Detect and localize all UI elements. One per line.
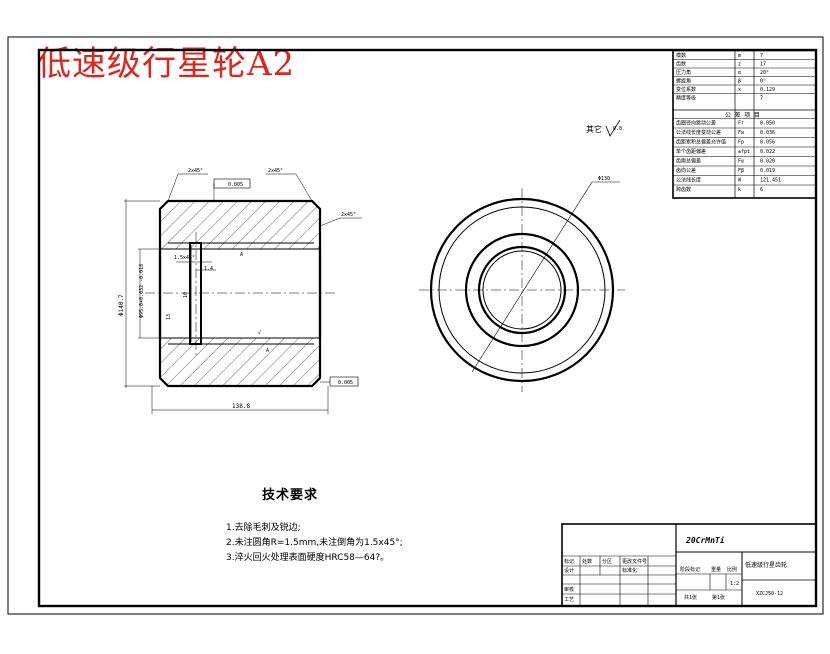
datum-a: A — [240, 252, 243, 258]
tolerance-symbol-1: Fw — [738, 130, 745, 136]
tolerance-header: 公 差 项 目 — [725, 111, 760, 119]
roughness-mark: √ — [258, 330, 261, 336]
lower-wall-section — [159, 337, 321, 387]
scale-text: 1:2 — [730, 581, 739, 587]
tolerance-symbol-5: Fβ — [738, 168, 744, 174]
zone-label: 分区 — [602, 558, 612, 565]
tolerance-name-5: 齿向公差 — [676, 167, 696, 174]
parameter-table: 模数 m 7 齿数 z 17 压力角 α 20° 螺旋角 β 0° 变位系数 x 0.129 精度等级 7 齿圈… — [672, 49, 817, 199]
param-name-5: 精度等级 — [676, 95, 696, 102]
param-name-1: 齿数 — [676, 61, 686, 68]
flatness-top: 0.005 — [228, 182, 243, 188]
tolerance-value-2: 0.056 — [760, 140, 775, 146]
tech-requirement-1: 1.去除毛刺及锐边; — [226, 523, 301, 533]
param-symbol-2: α — [738, 70, 741, 76]
dim-bore-diameter: Φ95.0+0.032 -0.018 — [139, 264, 145, 318]
tolerance-symbol-4: Fα — [738, 159, 744, 165]
tolerance-value-6: 121.451 — [760, 178, 781, 184]
tolerance-name-1: 公法线长度变动公差 — [676, 129, 721, 136]
mark-label: 标记 — [564, 558, 574, 565]
upper-wall-section — [159, 200, 321, 250]
tolerance-symbol-6: W — [738, 178, 742, 184]
tolerance-value-7: 6 — [760, 187, 763, 193]
standardize-label: 标准化 — [622, 567, 637, 574]
title-block: 20CrMnTi 低速级行星齿轮 XZCJ50-12 1:2 共1张 第1张 阶… — [561, 523, 817, 607]
ratio-label: 比例 — [727, 566, 737, 573]
inner-frame — [37, 48, 818, 608]
tolerance-symbol-7: k — [738, 187, 741, 193]
param-name-2: 压力角 — [676, 69, 691, 76]
outer-frame — [7, 36, 824, 615]
param-symbol-0: m — [738, 53, 741, 59]
material-text: 20CrMnTi — [685, 535, 725, 545]
dim-inner-chamfer: 1.5x45° — [174, 255, 195, 261]
tech-requirement-3: 3.淬火回火处理表面硬度HRC58—64?。 — [226, 553, 390, 563]
tech-requirements-title: 技术要求 — [262, 488, 319, 503]
param-value-0: 7 — [760, 53, 763, 59]
roughness-other-value: 0.8 — [613, 126, 622, 132]
param-symbol-4: x — [738, 87, 741, 93]
param-value-3: 0° — [760, 79, 766, 85]
param-name-3: 螺旋角 — [676, 78, 691, 85]
sheet-total-text: 共1张 — [684, 594, 697, 601]
section-view: 138.8 Φ140.7 Φ95.0+0.032 -0.018 13 10 1.… — [118, 168, 362, 414]
tolerance-name-2: 齿距累积总偏差允许值 — [676, 139, 726, 146]
tolerance-name-7: 跨齿数 — [676, 186, 691, 193]
tolerance-symbol-0: Fr — [738, 121, 744, 127]
dim-chamfer-top-left: 2x45° — [188, 168, 203, 174]
review-label: 审核 — [564, 586, 574, 593]
part-name-text: 低速级行星齿轮 — [745, 561, 787, 569]
dim-groove-b: 10 — [183, 292, 189, 298]
tolerance-value-3: 0.022 — [760, 149, 775, 155]
dim-groove-width: 1.4 — [204, 266, 213, 272]
tolerance-symbol-2: Fp — [738, 140, 744, 146]
tolerance-value-1: 0.036 — [760, 130, 775, 136]
stage-mark-label: 阶段标记 — [680, 566, 700, 573]
param-value-4: 0.129 — [760, 87, 775, 93]
param-name-0: 模数 — [676, 52, 686, 59]
param-name-4: 变位系数 — [676, 86, 696, 93]
tolerance-name-4: 齿廓总偏差 — [676, 158, 701, 165]
tolerance-name-0: 齿圈径向跳动公差 — [676, 120, 716, 127]
param-symbol-1: z — [738, 62, 741, 68]
tolerance-value-5: 0.019 — [760, 168, 775, 174]
tolerance-name-3: 单个齿距偏差 — [676, 148, 706, 155]
weight-label: 重量 — [711, 566, 721, 573]
dim-groove-a: 13 — [166, 314, 172, 320]
dim-width: 138.8 — [232, 403, 250, 410]
dim-outer-diameter: Φ140.7 — [118, 294, 125, 316]
drawing-number-text: XZCJ50-12 — [756, 591, 783, 597]
surface-other-label: 其它 — [586, 124, 602, 134]
change-doc-label: 更改文件号 — [622, 558, 647, 565]
param-symbol-3: β — [738, 79, 741, 85]
flatness-bottom: 0.005 — [338, 380, 353, 386]
param-value-1: 17 — [760, 62, 766, 68]
dim-chamfer-outer-right: 2x45° — [341, 212, 356, 218]
dim-side-diameter: Φ130 — [598, 176, 610, 182]
tolerance-value-0: 0.050 — [760, 121, 775, 127]
tolerance-name-6: 公法线长度 — [676, 177, 701, 184]
tech-requirement-2: 2.未注圆角R=1.5mm,未注倒角为1.5x45°; — [226, 538, 403, 548]
sheet-number-text: 第1张 — [712, 594, 725, 601]
datum-a-bottom: A — [266, 348, 269, 354]
count-label: 处数 — [582, 558, 592, 565]
process-label: 工艺 — [564, 597, 574, 603]
param-value-2: 20° — [760, 70, 769, 76]
tolerance-value-4: 0.020 — [760, 159, 775, 165]
tolerance-symbol-3: ±fpt — [738, 149, 750, 155]
dim-chamfer-top-right: 2x45° — [268, 168, 283, 174]
design-label: 设计 — [564, 567, 574, 574]
param-value-5: 7 — [760, 96, 763, 102]
side-view: Φ130 — [419, 176, 625, 392]
